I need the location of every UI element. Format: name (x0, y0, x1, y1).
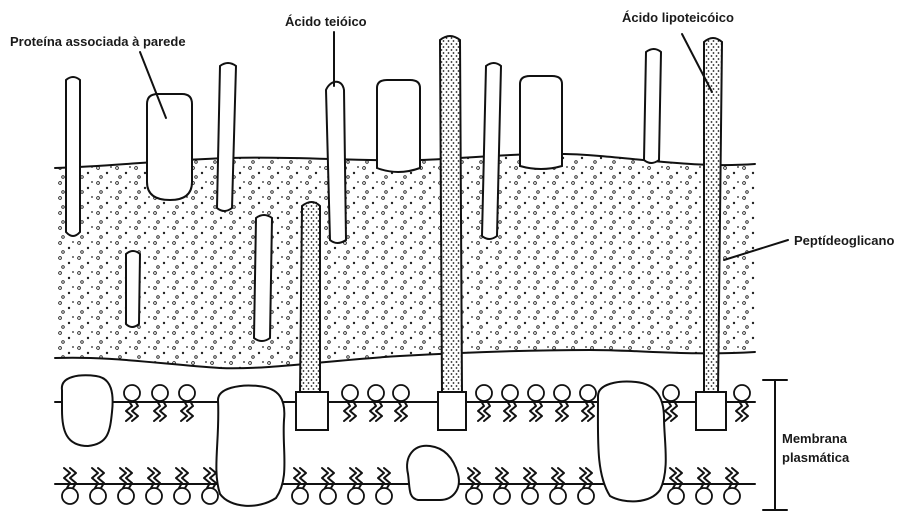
teichoic-rod (326, 82, 346, 243)
teichoic-rod (66, 77, 80, 236)
lipoteichoic-rod (300, 202, 320, 394)
lipid-anchor (296, 392, 328, 430)
phospholipid (174, 468, 190, 504)
membrane-protein (407, 446, 459, 500)
phospholipid (668, 468, 684, 504)
phospholipid (522, 468, 538, 504)
phospholipid (146, 468, 162, 504)
label-peptidoglycan: Peptídeoglicano (794, 233, 894, 248)
label-membrane-line1: Membrana (782, 431, 848, 446)
lipid-anchor (438, 392, 466, 430)
teichoic-rod (126, 251, 140, 327)
phospholipid (550, 468, 566, 504)
label-lipoteichoic-acid: Ácido lipoteicóico (622, 10, 734, 25)
phospholipid (320, 468, 336, 504)
teichoic-rod (254, 215, 272, 341)
phospholipid (494, 468, 510, 504)
lipoteichoic-rod (704, 38, 722, 394)
phospholipid (62, 468, 78, 504)
lipid-anchor (696, 392, 726, 430)
teichoic-rod (644, 49, 661, 163)
phospholipid (696, 468, 712, 504)
label-teichoic-acid: Ácido teióico (285, 14, 367, 29)
phospholipid (118, 468, 134, 504)
wall-protein (520, 76, 562, 169)
wall-protein (147, 94, 192, 200)
label-membrane-line2: plasmática (782, 450, 850, 465)
label-wall-protein: Proteína associada à parede (10, 34, 186, 49)
phospholipid (578, 468, 594, 504)
phospholipid (90, 468, 106, 504)
membrane-protein (62, 375, 113, 446)
phospholipid (348, 468, 364, 504)
plasma-membrane (55, 375, 755, 506)
phospholipid (292, 468, 308, 504)
phospholipid (376, 468, 392, 504)
teichoic-rod (482, 63, 501, 239)
phospholipid (466, 468, 482, 504)
phospholipid (724, 468, 740, 504)
membrane-protein (598, 382, 666, 502)
teichoic-rod (217, 63, 236, 211)
lipoteichoic-rod (440, 36, 462, 394)
wall-protein (377, 80, 420, 172)
membrane-protein (216, 386, 284, 506)
